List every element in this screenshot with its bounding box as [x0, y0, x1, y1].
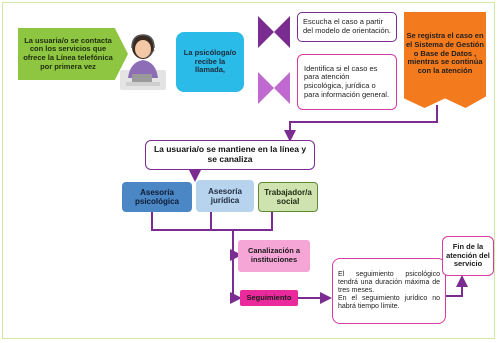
first-contact-text: La usuaria/o se contacta con los servici… — [23, 35, 113, 71]
diagram-frame — [2, 2, 495, 339]
legal-counsel-box: Asesoría jurídica — [196, 180, 254, 212]
arrow-to-end — [446, 275, 468, 297]
followup-box: Seguimiento — [240, 290, 298, 306]
purple-chevron-icon — [258, 16, 290, 48]
purple-chevron-icon-2 — [258, 72, 290, 104]
register-text: Se registra el caso en el Sistema de Ges… — [406, 31, 484, 75]
register-shape — [404, 12, 486, 108]
operator-with-headset-icon — [118, 30, 168, 92]
canalization-box: Canalización a instituciones — [238, 240, 310, 272]
identify-box: Identifica si el caso es para atención p… — [297, 54, 397, 110]
stays-on-line-box: La usuaria/o se mantiene en la línea y s… — [145, 140, 315, 170]
line-psych — [151, 211, 233, 231]
end-box: Fin de la atención del servicio — [442, 236, 494, 276]
listen-box: Escucha el caso a partir del modelo de o… — [297, 12, 397, 42]
psych-counsel-box: Asesoría psicológica — [122, 182, 192, 212]
first-contact-shape — [18, 28, 128, 80]
followup-note-box: El seguimiento psicológico tendrá una du… — [332, 258, 446, 324]
arrow-register-to-line — [284, 105, 438, 142]
psychologist-box: La psicóloga/o recibe la llamada, — [176, 32, 244, 92]
line-social — [233, 211, 273, 231]
social-worker-box: Trabajador/a social — [258, 182, 318, 212]
